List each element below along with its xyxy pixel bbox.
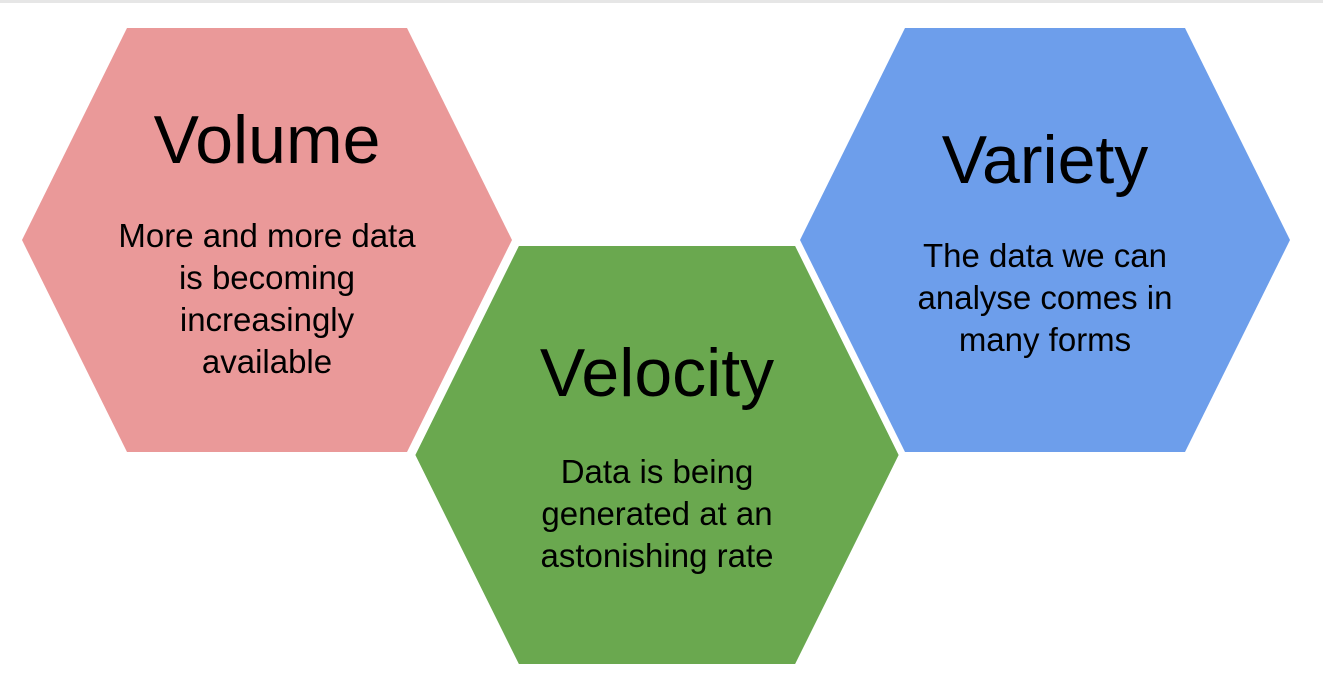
volume-hexagon-shape: [22, 28, 512, 452]
volume-title: Volume: [153, 102, 381, 178]
volume-hexagon: Volume More and more data is becoming in…: [22, 28, 512, 452]
variety-hexagon-fill: [800, 28, 1290, 452]
top-divider: [0, 0, 1323, 3]
velocity-hexagon-fill: [408, 240, 906, 670]
variety-description: The data we can analyse comes in many fo…: [917, 237, 1173, 358]
volume-description: More and more data is becoming increasin…: [118, 217, 416, 380]
variety-title: Variety: [941, 122, 1149, 198]
variety-hexagon-shape: [800, 28, 1290, 452]
velocity-title: Velocity: [539, 335, 775, 411]
velocity-hexagon: Velocity Data is being generated at an a…: [408, 240, 906, 670]
volume-hexagon-fill: [22, 28, 512, 452]
variety-hexagon: Variety The data we can analyse comes in…: [800, 28, 1290, 452]
velocity-hexagon-shape: [408, 240, 906, 670]
velocity-description: Data is being generated at an astonishin…: [540, 453, 774, 574]
